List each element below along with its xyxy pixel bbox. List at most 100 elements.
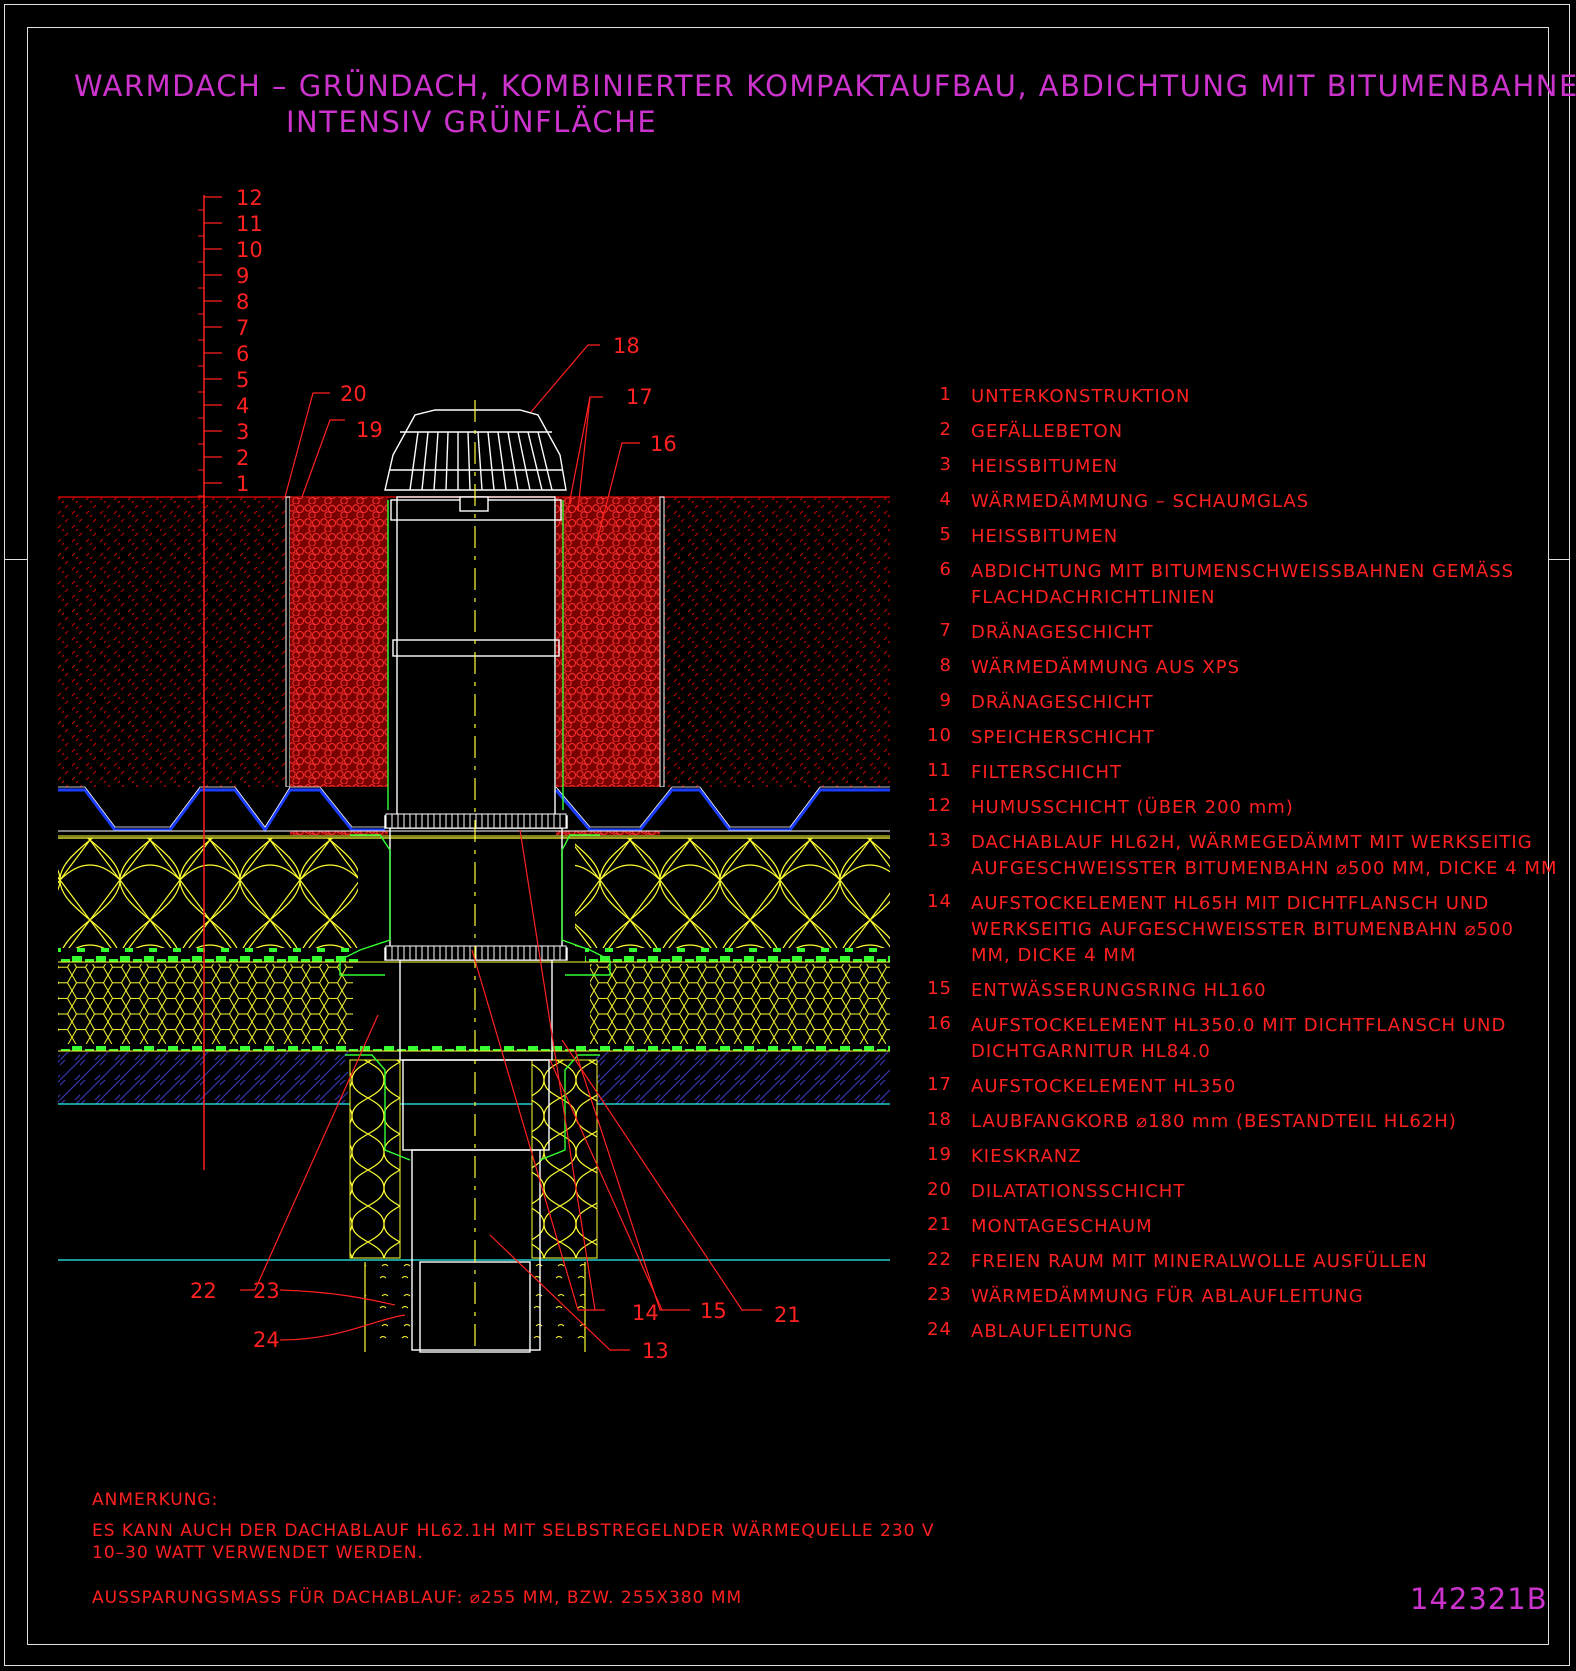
scale-label-8: 8 xyxy=(236,290,249,314)
legend-item-text: HUMUSSCHICHT (ÜBER 200 mm) xyxy=(971,797,1294,818)
callout-19: 19 xyxy=(356,418,383,442)
legend-item-text: WÄRMEDÄMMUNG AUS XPS xyxy=(971,657,1241,678)
legend-item-text: DILATATIONSSCHICHT xyxy=(971,1181,1186,1202)
drawing-callout-numbers: 18 20 19 17 16 22 23 24 14 15 21 13 xyxy=(190,334,801,1363)
legend-item-text: LAUBFANGKORB ⌀180 mm (BESTANDTEIL HL62H) xyxy=(971,1111,1457,1132)
layer-scale-labels: 12 11 10 9 8 7 6 5 4 3 2 1 xyxy=(236,186,263,496)
legend-item: 19 KIESKRANZ xyxy=(920,1144,1560,1170)
note-line-1: ES KANN AUCH DER DACHABLAUF HL62.1H MIT … xyxy=(92,1521,935,1541)
drawing-title: WARMDACH – GRÜNDACH, KOMBINIERTER KOMPAK… xyxy=(74,68,1576,140)
dilatation-layer xyxy=(285,496,291,788)
callout-24: 24 xyxy=(253,1328,280,1352)
frame-tick-left xyxy=(4,559,28,560)
note-line-2: 10–30 WATT VERWENDET WERDEN. xyxy=(92,1543,424,1563)
legend-item-text: AUFSTOCKELEMENT HL65H MIT DICHTFLANSCH U… xyxy=(971,893,1514,966)
legend-item-number: 18 xyxy=(927,1109,952,1130)
dilatation-layer-right xyxy=(659,496,665,788)
scale-label-6: 6 xyxy=(236,342,249,366)
title-line-1: WARMDACH – GRÜNDACH, KOMBINIERTER KOMPAK… xyxy=(74,69,1576,103)
scale-label-2: 2 xyxy=(236,446,249,470)
legend-item-number: 14 xyxy=(927,891,952,912)
legend-item-text: MONTAGESCHAUM xyxy=(971,1216,1153,1237)
callout-15: 15 xyxy=(700,1299,727,1323)
slope-concrete-left xyxy=(58,1052,348,1104)
callout-18: 18 xyxy=(613,334,640,358)
legend-item-text: GEFÄLLEBETON xyxy=(971,421,1124,442)
legend-item-number: 7 xyxy=(939,620,952,641)
scale-label-11: 11 xyxy=(236,212,263,236)
legend-item-text: FREIEN RAUM MIT MINERALWOLLE AUSFÜLLEN xyxy=(971,1251,1428,1272)
callout-22: 22 xyxy=(190,1279,217,1303)
callout-leader-lines xyxy=(240,344,762,1351)
legend-item-text: UNTERKONSTRUKTION xyxy=(971,386,1191,407)
legend-item-number: 12 xyxy=(927,795,952,816)
bitumen-sealing-left xyxy=(58,948,358,962)
drainage-ring-lower xyxy=(385,945,567,961)
legend-item-text: DRÄNAGESCHICHT xyxy=(971,692,1154,713)
legend-item: 2 GEFÄLLEBETON xyxy=(920,419,1560,445)
legend-item-number: 4 xyxy=(939,489,952,510)
humus-layer-right xyxy=(664,497,890,787)
scale-label-7: 7 xyxy=(236,316,249,340)
legend-item-text: WÄRMEDÄMMUNG FÜR ABLAUFLEITUNG xyxy=(971,1286,1364,1307)
mineral-wool-left xyxy=(350,1060,400,1258)
foam-glass-insulation-right xyxy=(590,964,890,1044)
drawing-number: 142321B xyxy=(1410,1582,1548,1616)
drainage-layer-right xyxy=(554,788,890,832)
legend-item-number: 20 xyxy=(927,1179,952,1200)
drain-flanges xyxy=(339,500,611,1161)
scale-label-10: 10 xyxy=(236,238,263,262)
note-heading: ANMERKUNG: xyxy=(92,1490,219,1510)
legend-item-number: 21 xyxy=(927,1214,952,1235)
drainage-ring-upper xyxy=(385,813,567,829)
legend-item-text: KIESKRANZ xyxy=(971,1146,1082,1167)
legend-item-number: 8 xyxy=(939,655,952,676)
legend-item-number: 19 xyxy=(927,1144,952,1165)
pipe-insulation-right xyxy=(530,1262,585,1352)
legend-item: 8 WÄRMEDÄMMUNG AUS XPS xyxy=(920,655,1560,681)
legend-item: 3 HEISSBITUMEN xyxy=(920,454,1560,480)
legend-item-number: 2 xyxy=(939,419,952,440)
legend-list: 1 UNTERKONSTRUKTION 2 GEFÄLLEBETON 3 HEISSBIT… xyxy=(920,384,1560,1354)
callout-16: 16 xyxy=(650,432,677,456)
slope-concrete-right xyxy=(595,1052,890,1104)
legend-item-number: 3 xyxy=(939,454,952,475)
legend-item-number: 16 xyxy=(927,1013,952,1034)
scale-label-12: 12 xyxy=(236,186,263,210)
drawing-frame-inner xyxy=(27,27,1549,1645)
legend-item-text: HEISSBITUMEN xyxy=(971,456,1119,477)
drawing-frame-outer xyxy=(4,4,1570,1666)
legend-item-number: 17 xyxy=(927,1074,952,1095)
drainage-layer-left xyxy=(58,788,385,833)
legend-item-number: 23 xyxy=(927,1284,952,1305)
callout-23: 23 xyxy=(253,1279,280,1303)
callout-21: 21 xyxy=(774,1303,801,1327)
legend-item-number: 9 xyxy=(939,690,952,711)
xps-insulation-right xyxy=(575,838,890,948)
legend-item: 14 AUFSTOCKELEMENT HL65H MIT DICHTFLANSCH… xyxy=(920,891,1560,969)
foam-glass-insulation-left xyxy=(58,964,353,1044)
frame-tick-right xyxy=(1548,559,1570,560)
legend-item-text: DACHABLAUF HL62H, WÄRMEGEDÄMMT MIT WERKS… xyxy=(971,832,1558,879)
callout-20: 20 xyxy=(340,382,367,406)
legend-item: 21 MONTAGESCHAUM xyxy=(920,1214,1560,1240)
legend-item: 12 HUMUSSCHICHT (ÜBER 200 mm) xyxy=(920,795,1560,821)
gravel-ring-left xyxy=(290,497,388,835)
roof-drain-body xyxy=(384,496,568,1353)
legend-item-number: 1 xyxy=(939,384,952,405)
note-line-3: AUSSPARUNGSMASS FÜR DACHABLAUF: ⌀255 MM,… xyxy=(92,1588,743,1608)
scale-label-5: 5 xyxy=(236,368,249,392)
legend-item-text: ENTWÄSSERUNGSRING HL160 xyxy=(971,980,1267,1001)
legend-item-number: 15 xyxy=(927,978,952,999)
callout-13: 13 xyxy=(642,1339,669,1363)
